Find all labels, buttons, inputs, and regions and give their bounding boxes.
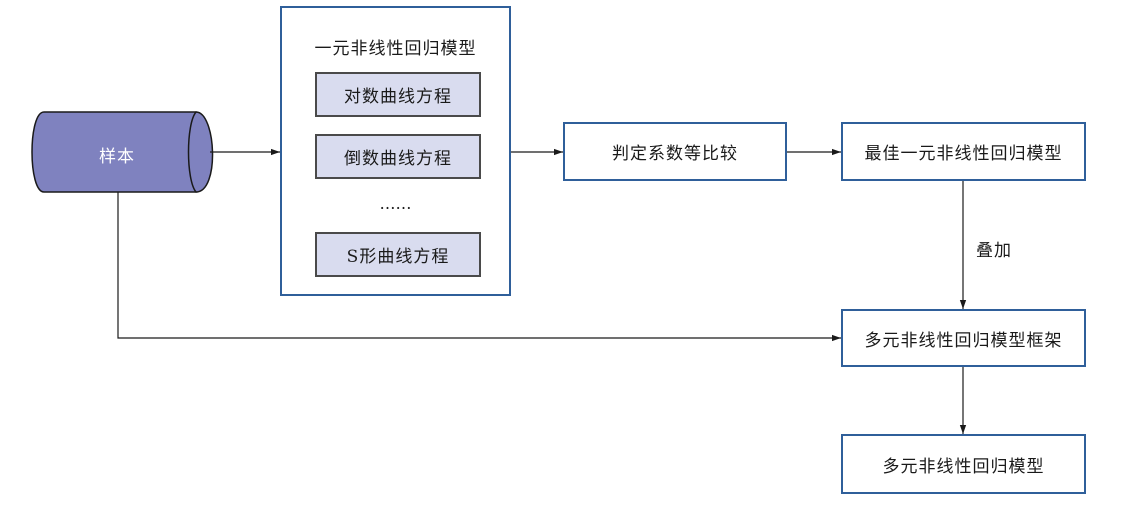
- best-model-box: 最佳一元非线性回归模型: [841, 122, 1086, 181]
- group-title: 一元非线性回归模型: [314, 39, 477, 59]
- univariate-model-group: 一元非线性回归模型 对数曲线方程 倒数曲线方程 …… S形曲线方程: [280, 6, 511, 296]
- method-s-curve: S形曲线方程: [315, 232, 481, 277]
- method-reciprocal-curve: 倒数曲线方程: [315, 134, 481, 179]
- stack-label: 叠加: [976, 241, 1012, 261]
- final-model-box: 多元非线性回归模型: [841, 434, 1086, 494]
- framework-box: 多元非线性回归模型框架: [841, 309, 1086, 367]
- sample-label: 样本: [99, 147, 135, 167]
- sample-cylinder: [31, 111, 214, 193]
- cylinder-cap: [187, 111, 214, 193]
- edge-sample-to-framework: [117, 192, 841, 342]
- method-log-curve: 对数曲线方程: [315, 72, 481, 117]
- method-ellipsis: ……: [379, 194, 412, 213]
- compare-box: 判定系数等比较: [563, 122, 787, 181]
